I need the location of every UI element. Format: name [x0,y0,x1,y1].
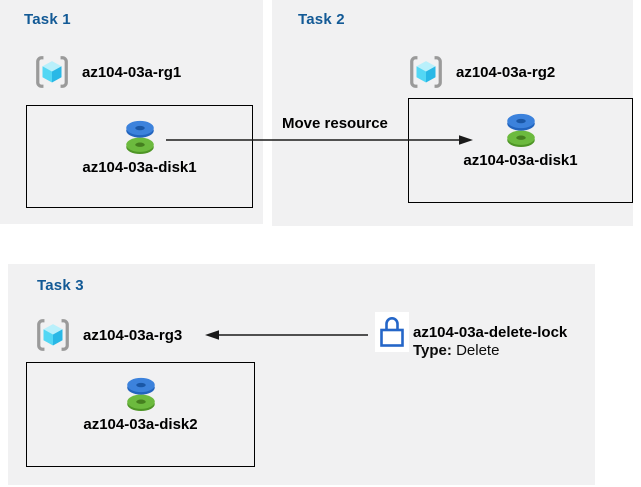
task3-rg-label: az104-03a-rg3 [83,326,183,344]
delete-lock-type-value: Delete [456,342,500,359]
resource-group-icon [33,53,71,91]
task1-disk-box: az104-03a-disk1 [26,105,253,208]
lock-icon [377,313,407,351]
resource-group-icon [407,53,445,91]
task3-resource-group: az104-03a-rg3 [34,316,182,354]
delete-lock-type: Type: Delete [413,342,567,360]
task1-rg-label: az104-03a-rg1 [82,63,182,81]
task2-resource-group: az104-03a-rg2 [407,53,555,91]
task2-panel: Task 2 az104-03a-rg2 az104-03a-disk1 [272,0,633,226]
task3-disk-box: az104-03a-disk2 [26,362,255,467]
resource-group-icon [34,316,72,354]
delete-lock-name: az104-03a-delete-lock [413,324,568,341]
task2-disk-box: az104-03a-disk1 [408,98,633,203]
lock-to-rg3-arrow [205,330,368,340]
task1-disk-label: az104-03a-disk1 [82,159,197,176]
task2-rg-label: az104-03a-rg2 [456,63,556,81]
delete-lock-badge [375,312,409,352]
task2-disk-label: az104-03a-disk1 [463,152,578,169]
delete-lock-text: az104-03a-delete-lock Type: Delete [413,324,567,360]
task3-disk-label: az104-03a-disk2 [83,416,198,433]
delete-lock-type-label: Type: [413,342,452,359]
disk-icon [502,109,540,149]
move-resource-label: Move resource [282,115,388,132]
task1-title: Task 1 [24,11,71,28]
task3-title: Task 3 [37,277,84,294]
task1-resource-group: az104-03a-rg1 [33,53,181,91]
move-resource-arrow [166,135,473,145]
task2-title: Task 2 [298,11,345,28]
task3-panel: Task 3 az104-03a-rg3 az104-03a-disk2 az1… [8,264,595,485]
task1-panel: Task 1 az104-03a-rg1 az104-03a-disk1 [0,0,263,224]
disk-icon [122,373,160,413]
disk-icon [121,116,159,156]
